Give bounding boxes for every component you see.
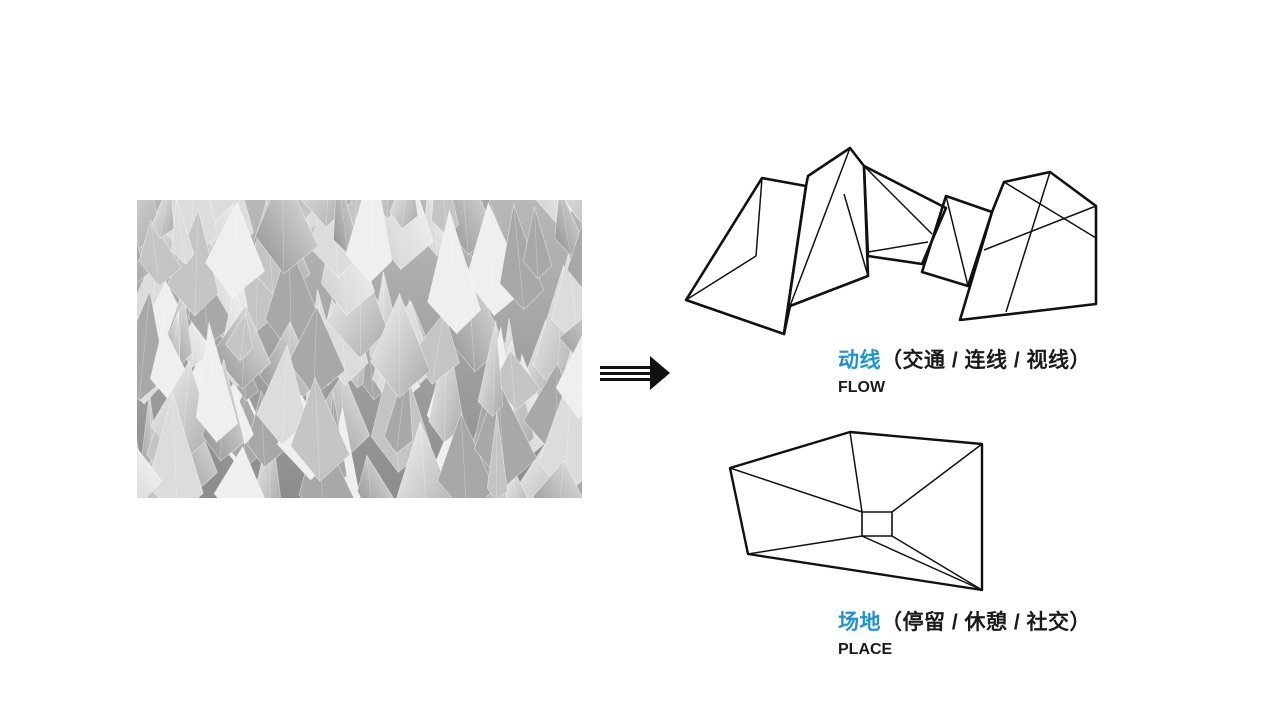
crystal-facet	[151, 200, 175, 240]
crystal-facet-edge	[509, 350, 516, 411]
crystal-facet	[254, 200, 319, 275]
flow-title-rest: （交通 / 连线 / 视线）	[881, 349, 1092, 372]
crystal-facet-edge	[463, 200, 469, 256]
crystal-facet-edge	[281, 345, 288, 445]
crystal-facet	[477, 320, 504, 417]
flow-caption: 动线（交通 / 连线 / 视线） FLOW	[838, 347, 1091, 399]
crystal-facet-edge	[487, 202, 495, 316]
crystal-facet	[290, 376, 351, 482]
flow-title-accent: 动线	[838, 349, 881, 372]
crystal-facet-edge	[561, 200, 572, 256]
crystal-facet-edge	[194, 210, 199, 316]
crystal-facet	[138, 219, 183, 288]
crystal-facet-edge	[559, 460, 565, 498]
crystal-facet-edge	[366, 455, 372, 498]
crystal-facet-edge	[460, 413, 467, 498]
crystal-facet-edge	[150, 220, 160, 287]
crystal-facet-edge	[370, 200, 374, 282]
crystal-facet-edge	[240, 446, 243, 498]
crystal-facet	[370, 292, 431, 398]
crystal-facet-edge	[554, 200, 558, 225]
crystal-facet	[564, 200, 582, 225]
crystal-facet	[205, 201, 265, 299]
crystal-facet	[428, 326, 465, 443]
crystal-facet-edge	[449, 210, 457, 334]
crystal-facet	[555, 334, 582, 420]
crystal-facet-edge	[231, 202, 238, 298]
crystal-facet	[522, 206, 553, 280]
crystal-facet-edge	[314, 377, 321, 482]
crystal-facet-edge	[159, 200, 168, 239]
crystal-photo	[137, 200, 582, 498]
crystal-facet	[137, 238, 142, 263]
crystal-facet	[389, 200, 419, 230]
crystal-facet-edge	[431, 312, 445, 385]
crystal-facet-edge	[387, 200, 389, 219]
crystal-facet-edge	[340, 200, 349, 255]
crystal-facet-edge	[443, 200, 448, 237]
crystal-photo-graphic	[137, 200, 582, 498]
crystal-facet	[255, 343, 308, 446]
crystal-facet-edge	[137, 476, 141, 498]
crystal-facet	[436, 412, 496, 498]
crystal-facet-edge	[176, 200, 186, 265]
flow-line-drawing	[684, 146, 1100, 338]
crystal-facet	[486, 411, 508, 498]
place-subtitle: PLACE	[838, 641, 893, 658]
crystal-facet-edge	[534, 206, 539, 279]
flow-title: 动线（交通 / 连线 / 视线）	[838, 347, 1091, 375]
crystal-facet-edge	[401, 200, 407, 229]
crystal-facet-edge	[138, 290, 151, 401]
crystal-facet	[224, 312, 254, 362]
crystal-facet	[195, 322, 239, 443]
crystal-facet	[566, 222, 582, 289]
crystal-facet	[137, 200, 162, 251]
crystal-facets	[137, 200, 582, 498]
crystal-facet-edge	[236, 394, 246, 444]
crystal-facet	[357, 454, 394, 498]
crystal-facet	[427, 208, 482, 335]
crystal-facet-edge	[282, 200, 284, 274]
crystal-facet	[170, 200, 195, 265]
crystal-facet-edge	[513, 204, 525, 310]
crystal-facet-edge	[325, 200, 328, 228]
crystal-facet	[146, 392, 204, 498]
place-line-drawing	[728, 430, 984, 592]
crystal-facet	[345, 200, 393, 283]
place-title: 场地（停留 / 休憩 / 社交）	[838, 609, 1091, 637]
flow-subtitle: FLOW	[838, 379, 886, 396]
crystal-facet-edge	[208, 322, 218, 443]
crystal-facet-edge	[496, 411, 498, 498]
place-title-accent: 场地	[838, 611, 881, 634]
crystal-facet	[213, 445, 265, 498]
crystal-facet	[554, 200, 582, 257]
place-caption: 场地（停留 / 休憩 / 社交） PLACE	[838, 609, 1091, 661]
crystal-facet-edge	[492, 320, 497, 417]
double-arrow-right-icon	[598, 354, 672, 392]
crystal-facet-edge	[306, 200, 312, 232]
crystal-facet	[532, 459, 582, 498]
crystal-facet-edge	[172, 393, 177, 498]
crystal-facet-edge	[239, 313, 247, 361]
crystal-facet	[137, 447, 163, 498]
crystal-facet-edge	[419, 422, 427, 498]
place-title-rest: （停留 / 休憩 / 社交）	[881, 611, 1092, 634]
crystal-facet-edge	[577, 377, 582, 419]
crystal-facet-edge	[178, 289, 184, 367]
crystal-facet-edge	[162, 325, 173, 405]
